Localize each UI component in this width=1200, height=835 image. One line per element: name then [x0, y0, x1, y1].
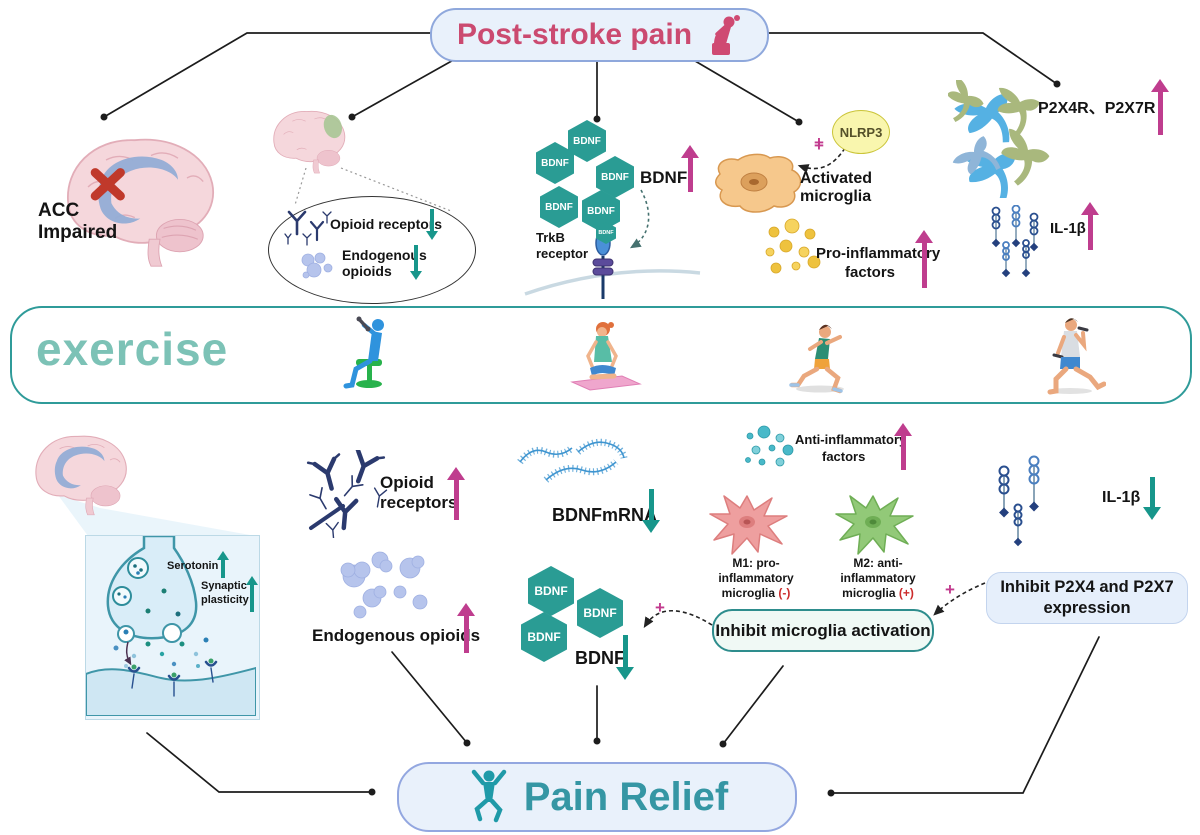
endogenous-label-line2: opioids — [342, 263, 392, 279]
endogenous-label-line1: Endogenous — [342, 247, 427, 263]
pain-relief-title: Pain Relief — [523, 774, 729, 819]
down-arrow-opioid-receptors — [426, 209, 438, 240]
jumping-person-icon — [471, 769, 506, 823]
plus-sign: + — [814, 136, 824, 155]
endogenous-opioids-icons-bottom — [340, 551, 428, 619]
m2-line2: microglia (+) — [818, 586, 938, 601]
exercise-lunge-icon — [1047, 318, 1106, 395]
synaptic-label-line1: Synaptic — [201, 580, 247, 592]
post-stroke-pain-title: Post-stroke pain — [456, 18, 693, 51]
serotonin-label: Serotonin — [167, 560, 219, 572]
up-arrow-il1b — [1081, 202, 1099, 250]
plus-sign: + — [945, 580, 955, 599]
inhibit-p2x-box: Inhibit P2X4 and P2X7 expression — [986, 572, 1188, 624]
down-arrow-bdnf-mrna — [642, 489, 660, 533]
activated-line1: Activated — [800, 170, 873, 187]
m1-line1: M1: pro-inflammatory — [718, 556, 794, 585]
up-arrow-bdnf — [681, 145, 699, 192]
trkb-label-line2: receptor — [536, 246, 589, 261]
brain-green-region-icon — [273, 110, 346, 174]
synapse-zoom-box — [85, 535, 260, 720]
red-x-icon — [90, 168, 125, 201]
il1b-icons-bottom — [998, 455, 1040, 547]
inhibit-p2x-line1: Inhibit P2X4 and P2X7 — [1000, 578, 1174, 597]
m1-microglia-icon — [709, 495, 788, 555]
exercise-sitting-icon — [343, 316, 384, 389]
opioid-bottom-line2: receptors — [380, 493, 458, 512]
activated-line2: microglia — [800, 188, 872, 206]
up-arrow-opioid-receptors — [447, 467, 465, 520]
m1-word: microglia — [721, 586, 779, 600]
opioid-receptor-icons — [284, 210, 332, 246]
up-arrow-synaptic-plasticity — [246, 576, 258, 612]
acc-impaired-label: ACC Impaired — [38, 200, 117, 244]
activated-microglia-label: Activated microglia — [800, 170, 872, 207]
down-arrow-bdnf — [616, 635, 634, 680]
endogenous-opioids-label-bottom: Endogenous opioids — [312, 626, 481, 645]
inhibit-p2x-line2: expression — [1043, 599, 1131, 617]
anti-inflammatory-line1: Anti-inflammatory — [795, 432, 907, 447]
plus-sign: + — [655, 598, 665, 617]
pro-inflammatory-label-line2: factors — [845, 264, 896, 281]
anti-inflammatory-dots-icon — [745, 425, 794, 467]
plus-sign: + — [814, 133, 824, 152]
anti-inflammatory-line2: factors — [822, 449, 866, 464]
p2x-label: P2X4R、P2X7R — [1038, 100, 1156, 117]
up-arrow-pro-inflammatory — [915, 230, 933, 288]
down-arrow-endogenous-opioids — [410, 245, 422, 280]
m1-label: M1: pro-inflammatory microglia (-) — [696, 556, 816, 601]
bdnf-hexagon-small: BDNF — [596, 222, 616, 244]
m2-label: M2: anti-inflammatory microglia (+) — [818, 556, 938, 601]
opioid-receptors-label: Opioid receptors — [330, 216, 443, 232]
acc-label-line2: Impaired — [38, 221, 118, 243]
post-stroke-pain-box: Post-stroke pain — [430, 8, 769, 62]
exercise-running-icon — [789, 324, 844, 394]
inhibit-microglia-box: Inhibit microglia activation — [712, 609, 934, 652]
pain-person-icon — [712, 15, 741, 55]
up-arrow-anti-inflammatory — [894, 423, 912, 470]
m1-line2: microglia (-) — [696, 586, 816, 601]
bdnf-bottom-label: BDNF — [575, 648, 625, 668]
m2-sign: (+) — [898, 586, 914, 600]
synapse-illustration — [86, 536, 256, 716]
il1b-icons-top — [991, 205, 1039, 278]
il1b-label-bottom: IL-1β — [1102, 489, 1141, 506]
bdnf-mrna-icon — [517, 438, 628, 483]
pro-inflammatory-dots-icon — [765, 218, 821, 274]
synaptic-label-line2: plasticity — [201, 594, 249, 606]
m1-sign: (-) — [778, 586, 791, 600]
m2-word: microglia — [842, 586, 899, 600]
acc-brain-icon — [67, 138, 215, 267]
pro-inflammatory-label-line1: Pro-inflammatory — [816, 245, 941, 262]
down-arrow-il1b — [1143, 477, 1161, 520]
trkb-label-line1: TrkB — [536, 230, 565, 245]
acc-label-line1: ACC — [38, 200, 80, 221]
endogenous-opioid-icons — [301, 252, 333, 279]
p2x-receptors-icon — [948, 80, 1052, 198]
up-arrow-endogenous-opioids — [457, 603, 475, 653]
nlrp3-badge: NLRP3 — [832, 110, 890, 154]
exercise-label: exercise — [36, 323, 229, 375]
opioid-receptors-icons-bottom — [306, 450, 388, 538]
bdnf-mrna-label: BDNFmRNA — [552, 505, 657, 525]
bdnf-label: BDNF — [640, 168, 688, 187]
m2-line1: M2: anti-inflammatory — [840, 556, 916, 585]
pain-relief-box: Pain Relief — [397, 762, 797, 832]
activated-microglia-icon — [715, 153, 802, 213]
il1b-label-top: IL-1β — [1050, 220, 1086, 237]
up-arrow-serotonin — [217, 551, 229, 578]
brain-synapse-icon — [35, 435, 127, 516]
up-arrow-p2x — [1151, 79, 1169, 135]
opioid-bottom-line1: Opioid — [380, 473, 434, 492]
m2-microglia-icon — [835, 495, 914, 555]
exercise-yoga-icon — [570, 322, 642, 391]
